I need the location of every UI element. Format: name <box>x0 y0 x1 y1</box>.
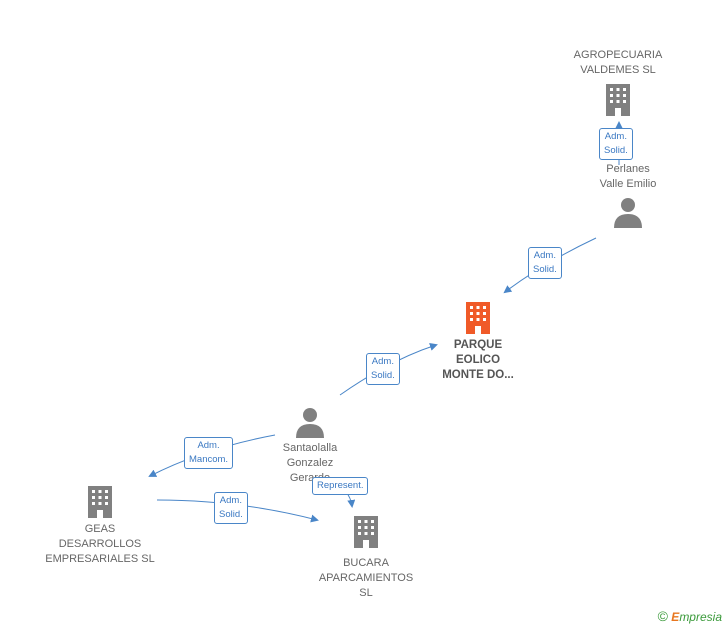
edge-label-adm-solid[interactable]: Adm. Solid. <box>214 492 248 524</box>
empresia-logo: © Empresia <box>658 608 722 624</box>
node-label: Perlanes Valle Emilio <box>599 163 657 190</box>
building-icon <box>606 84 630 116</box>
node-santaolalla[interactable]: Santaolalla Gonzalez Gerardo <box>250 406 370 486</box>
node-label: Santaolalla Gonzalez Gerardo <box>282 442 338 484</box>
node-geas[interactable]: GEAS DESARROLLOS EMPRESARIALES SL <box>30 484 170 567</box>
node-parque-eolico[interactable]: PARQUE EOLICO MONTE DO... <box>418 300 538 383</box>
brand-initial: E <box>671 610 680 624</box>
person-icon <box>296 408 324 438</box>
node-perlanes[interactable]: Perlanes Valle Emilio <box>568 162 688 228</box>
edge-label-adm-solid[interactable]: Adm. Solid. <box>366 353 400 385</box>
copyright-symbol: © <box>657 608 668 624</box>
edge-label-adm-solid[interactable]: Adm. Solid. <box>528 247 562 279</box>
node-label: PARQUE EOLICO MONTE DO... <box>442 339 514 381</box>
person-icon <box>614 198 642 228</box>
brand-name: mpresia <box>679 610 722 624</box>
edge-label-adm-mancom[interactable]: Adm. Mancom. <box>184 437 234 469</box>
building-icon <box>466 302 490 334</box>
node-label: AGROPECUARIA VALDEMES SL <box>573 49 663 76</box>
node-bucara[interactable]: BUCARA APARCAMIENTOS SL <box>296 514 436 601</box>
building-icon <box>88 486 112 518</box>
node-label: BUCARA APARCAMIENTOS SL <box>318 557 414 599</box>
building-icon <box>354 516 378 548</box>
node-agropecuaria[interactable]: AGROPECUARIA VALDEMES SL <box>548 48 688 118</box>
node-label: GEAS DESARROLLOS EMPRESARIALES SL <box>45 523 155 565</box>
edge-label-represent[interactable]: Represent. <box>312 477 369 495</box>
edge-label-adm-solid[interactable]: Adm. Solid. <box>599 128 633 160</box>
